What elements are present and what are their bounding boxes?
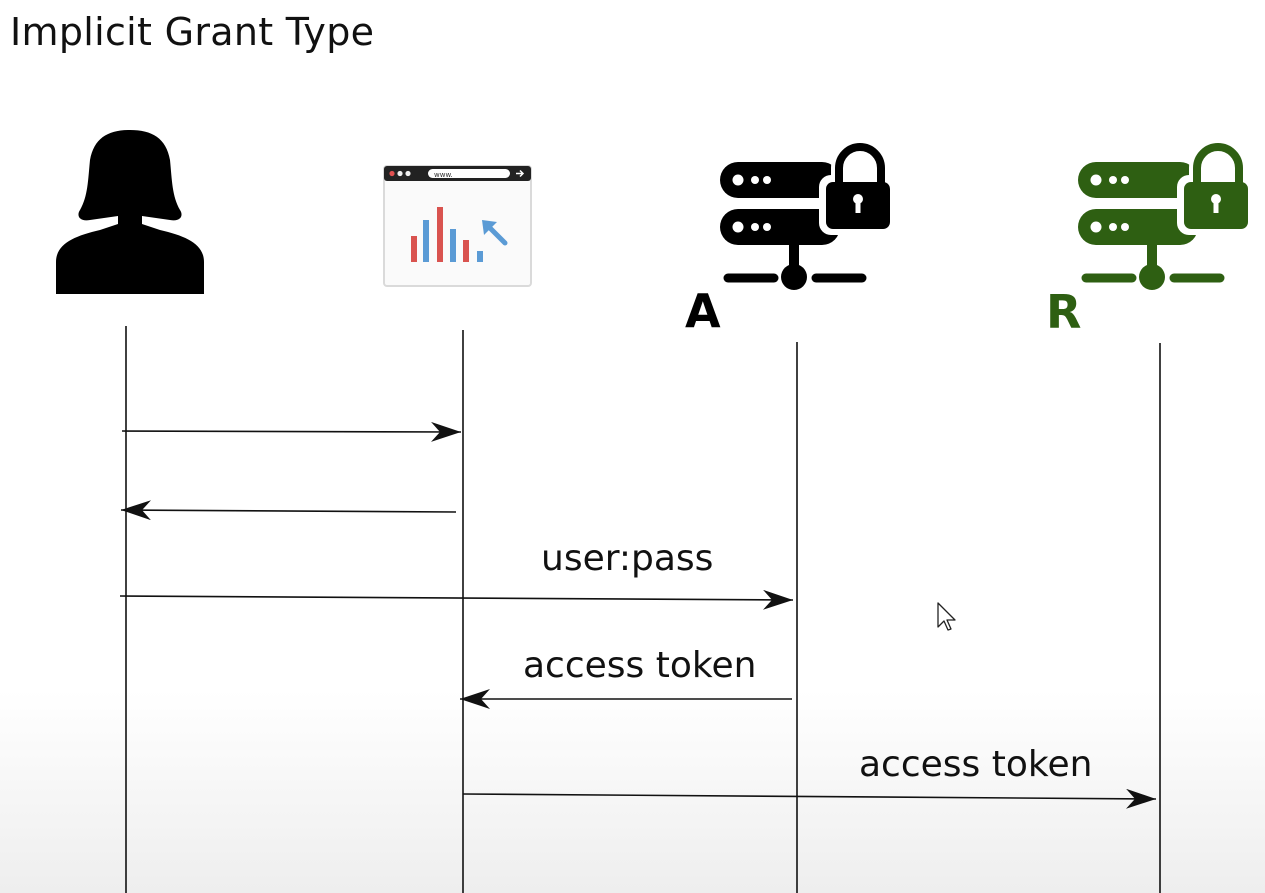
message-arrow-browser-to-resource-server [462, 788, 1157, 809]
browser-window-icon: www. [383, 165, 532, 287]
browser-url-text: www. [434, 171, 453, 179]
user-silhouette-icon [56, 130, 204, 294]
auth-server-label: A [685, 284, 721, 338]
message-arrow-user-to-browser [121, 421, 462, 442]
resource-server-icon [1078, 139, 1257, 290]
message-label-access-token-1: access token [523, 645, 756, 686]
resource-server-label: R [1046, 285, 1081, 339]
message-label-user-pass: user:pass [541, 538, 713, 579]
page-title: Implicit Grant Type [10, 10, 375, 54]
bar-chart-icon [411, 207, 483, 262]
cursor-arrow-icon [482, 220, 508, 246]
message-label-access-token-2: access token [859, 744, 1092, 785]
auth-server-icon [720, 139, 899, 290]
message-arrow-browser-to-user [120, 500, 457, 521]
mouse-pointer-icon [937, 602, 956, 631]
message-arrow-user-to-auth-server [119, 589, 794, 610]
